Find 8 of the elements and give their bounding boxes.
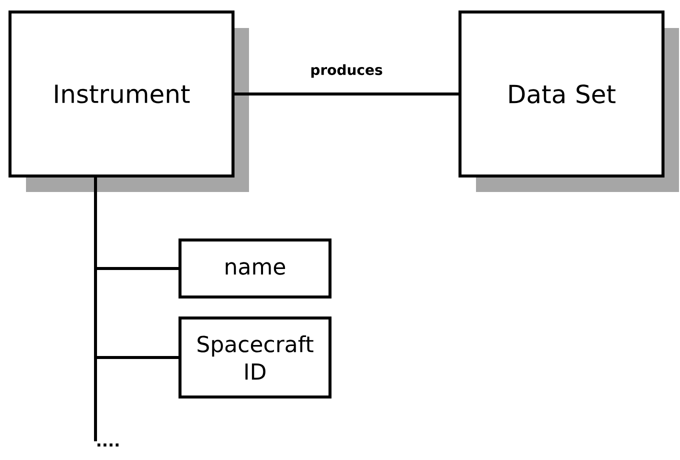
connector-line — [94, 178, 97, 442]
entity-box: Data Set — [458, 10, 679, 192]
entity-box: Spacecraft ID — [178, 316, 332, 398]
entity-box: Instrument — [8, 10, 249, 192]
connector-line — [234, 92, 458, 96]
ellipsis-text: .... — [97, 443, 119, 446]
entity-box: name — [178, 238, 332, 298]
edge-label: produces — [308, 62, 385, 80]
